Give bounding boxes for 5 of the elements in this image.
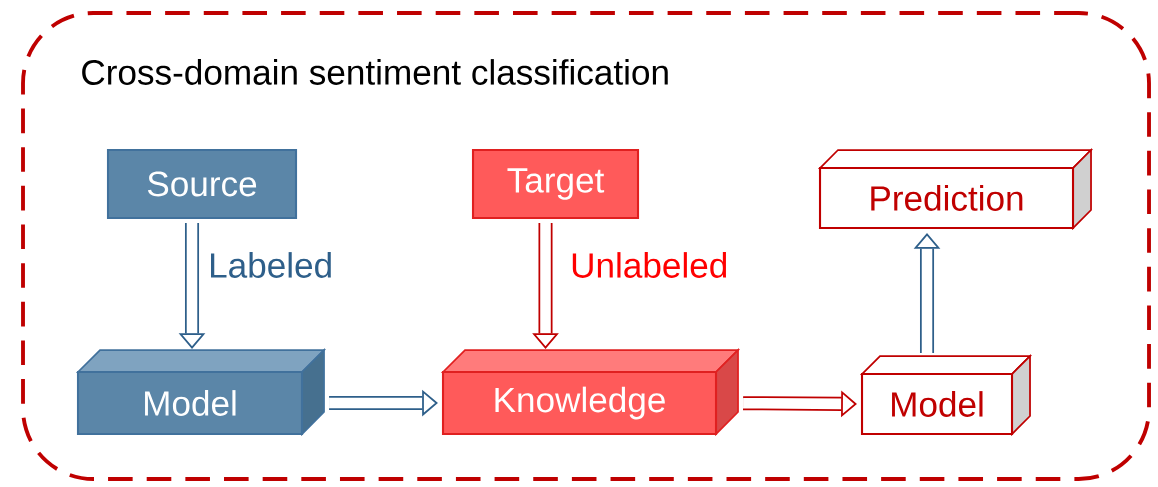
edge-label: Unlabeled	[568, 250, 731, 280]
edge-label: Labeled	[206, 250, 335, 280]
source-box: Source	[106, 148, 298, 220]
target-box: Target	[471, 148, 640, 220]
title: Cross-domain sentiment classification	[82, 59, 668, 85]
